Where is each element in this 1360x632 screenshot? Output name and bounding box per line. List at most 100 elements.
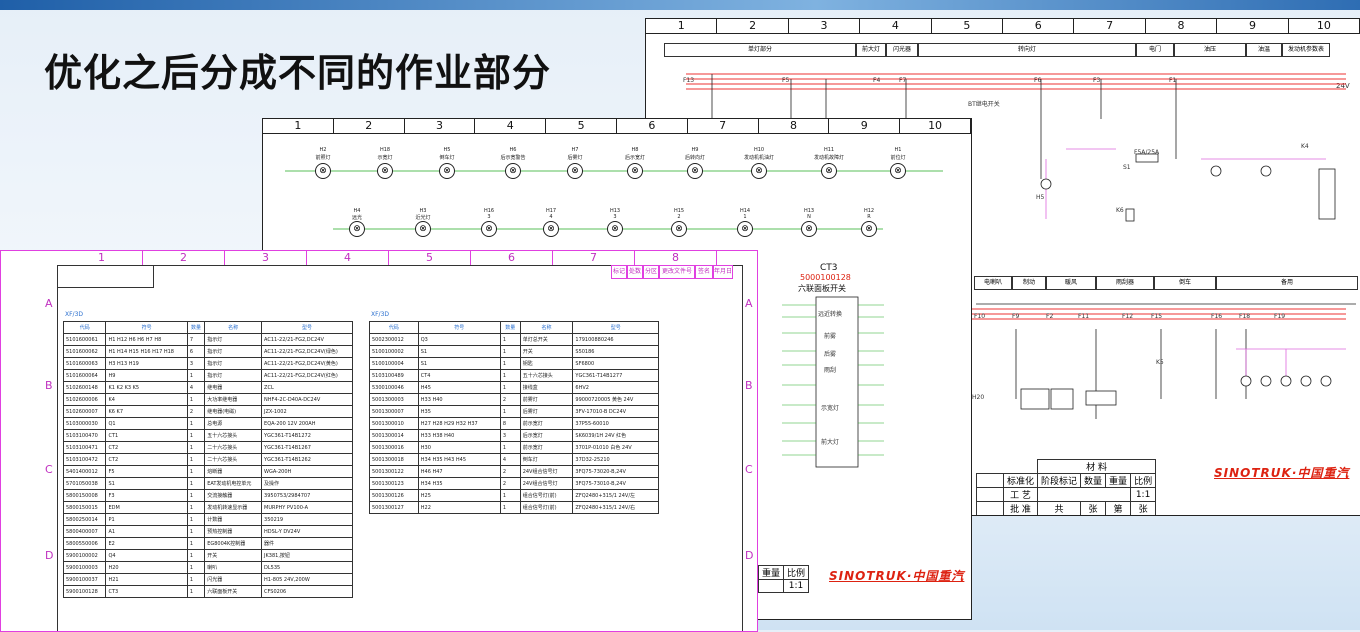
- table-cell: AC11-22/21-FG2,DC24V: [261, 333, 353, 346]
- section-label: 油压: [1174, 43, 1246, 57]
- table-cell: 1: [186, 417, 206, 430]
- table-cell: 计数器: [204, 513, 263, 526]
- section-label: 暖风: [1046, 276, 1096, 290]
- corner-box: [57, 265, 154, 288]
- fuse-label: F11: [1078, 313, 1090, 320]
- table-cell: 5001300014: [369, 429, 419, 442]
- lamp-code: H3: [419, 208, 427, 214]
- left-caption: XF/3D: [65, 311, 84, 318]
- table-cell: K4: [105, 393, 188, 406]
- fuse-label: F18: [1239, 313, 1251, 320]
- table-cell: 2: [186, 405, 206, 418]
- table-cell: 5001300003: [369, 393, 419, 406]
- col-header: 符号: [417, 321, 501, 334]
- section-label: 备用: [1216, 276, 1358, 290]
- table-cell: 后雾灯: [519, 405, 574, 418]
- lamp-name: R: [867, 214, 871, 220]
- table-cell: 350219: [261, 513, 353, 526]
- table-cell: 5701050038: [62, 477, 107, 490]
- table-cell: 开关: [204, 549, 263, 562]
- table-cell: CT2: [105, 453, 188, 466]
- table-cell: 5001300122: [369, 465, 419, 478]
- table-cell: F5: [105, 465, 188, 478]
- table-cell: 总电源: [204, 417, 263, 430]
- lamp-icon: ⊗: [481, 221, 497, 237]
- lamp-code: H1: [894, 147, 902, 153]
- table-cell: NHF4-2C-D40A-DC24V: [261, 393, 353, 406]
- voltage-label: 24V: [1336, 82, 1350, 90]
- col-header: 数量: [499, 321, 521, 334]
- table-cell: EQA-200 12V 200AH: [261, 417, 353, 430]
- table-cell: 1: [499, 369, 521, 382]
- switch-block: [782, 296, 884, 468]
- switch-name: 六联面板开关: [798, 284, 846, 293]
- fuse-label: F5: [782, 77, 790, 84]
- table-cell: H3 H13 H19: [105, 357, 188, 370]
- table-cell: H9: [105, 369, 188, 382]
- table-cell: EG8004K控制器: [204, 537, 263, 550]
- lamp-icon: ⊗: [861, 221, 877, 237]
- lamp-name: 倒车灯: [439, 155, 455, 161]
- section-label: 制动: [1012, 276, 1046, 290]
- rev-col: 分区: [643, 265, 659, 279]
- lamp-icon: ⊗: [377, 163, 393, 179]
- table-cell: YGC361-T14B1272: [261, 429, 353, 442]
- col-header: 符号: [105, 321, 188, 334]
- table-cell: 二十六芯接头: [204, 441, 263, 454]
- table-cell: AC11-22/21-FG2,DC24V(绿色): [261, 345, 353, 358]
- table-cell: JZX-1002: [261, 405, 353, 418]
- fuse-label: F12: [1122, 313, 1134, 320]
- table-cell: 组合信号灯(前): [519, 489, 574, 502]
- table-cell: 3FQ75-73010-B,24V: [572, 477, 659, 490]
- table-cell: CT3: [105, 585, 188, 598]
- tb-cell: 1:1: [783, 579, 810, 593]
- table-cell: AC11-22/21-FG2,DC24V(黄色): [261, 357, 353, 370]
- lamp-icon: ⊗: [607, 221, 623, 237]
- table-cell: 接线盒: [519, 381, 574, 394]
- col-number: 8: [759, 119, 830, 133]
- col-number: 10: [900, 119, 971, 133]
- lamp-icon: ⊗: [687, 163, 703, 179]
- lamp-code: H7: [571, 147, 579, 153]
- col-number: 7: [688, 119, 759, 133]
- title-block: 材 料 标准化 阶段标记 数量 重量 比例 工 艺 1:1 批 准 共 张 第 …: [976, 459, 1157, 515]
- table-cell: 5800150015: [62, 501, 107, 514]
- table-cell: 预热控制器: [204, 525, 263, 538]
- table-cell: 1: [186, 561, 206, 574]
- section-header-bottom: 电喇叭 制动 暖风 雨刮器 倒车 备用: [974, 276, 1358, 290]
- table-cell: 前示宽灯: [519, 441, 574, 454]
- tb-cell: 批 准: [1002, 501, 1039, 515]
- section-header-top: 单灯部分 前大灯 闪光器 转向灯 电门 油压 油温 发动机参数表: [664, 43, 1330, 57]
- table-cell: H20: [105, 561, 188, 574]
- fuse-label: F16: [1211, 313, 1223, 320]
- column-ruler: 1 2 3 4 5 6 7 8: [61, 251, 717, 266]
- lamp-icon: ⊗: [315, 163, 331, 179]
- tb-cell: 重量: [1105, 473, 1132, 488]
- table-cell: 5103000030: [62, 417, 107, 430]
- rev-col: 年月日: [713, 265, 733, 279]
- col-number: 2: [143, 251, 225, 265]
- table-cell: 5300100046: [369, 381, 419, 394]
- switch-function: 前大灯: [821, 439, 840, 446]
- table-cell: 37P55-60010: [572, 417, 659, 430]
- table-cell: 5001300127: [369, 501, 419, 514]
- fuse-label: F4: [873, 77, 881, 84]
- table-cell: Q1: [105, 417, 188, 430]
- table-cell: K1 K2 K3 K5: [105, 381, 188, 394]
- rev-col: 更改文件号: [659, 265, 695, 279]
- section-label: 前大灯: [856, 43, 886, 57]
- tb-cell: 张: [1130, 501, 1157, 515]
- col-number: 4: [860, 19, 932, 33]
- table-cell: 5800400007: [62, 525, 107, 538]
- tb-cell: 标准化: [1002, 473, 1039, 488]
- lamp-code: H2: [319, 147, 327, 153]
- table-cell: 指示灯: [204, 369, 263, 382]
- table-cell: 继电器(电磁): [204, 405, 263, 418]
